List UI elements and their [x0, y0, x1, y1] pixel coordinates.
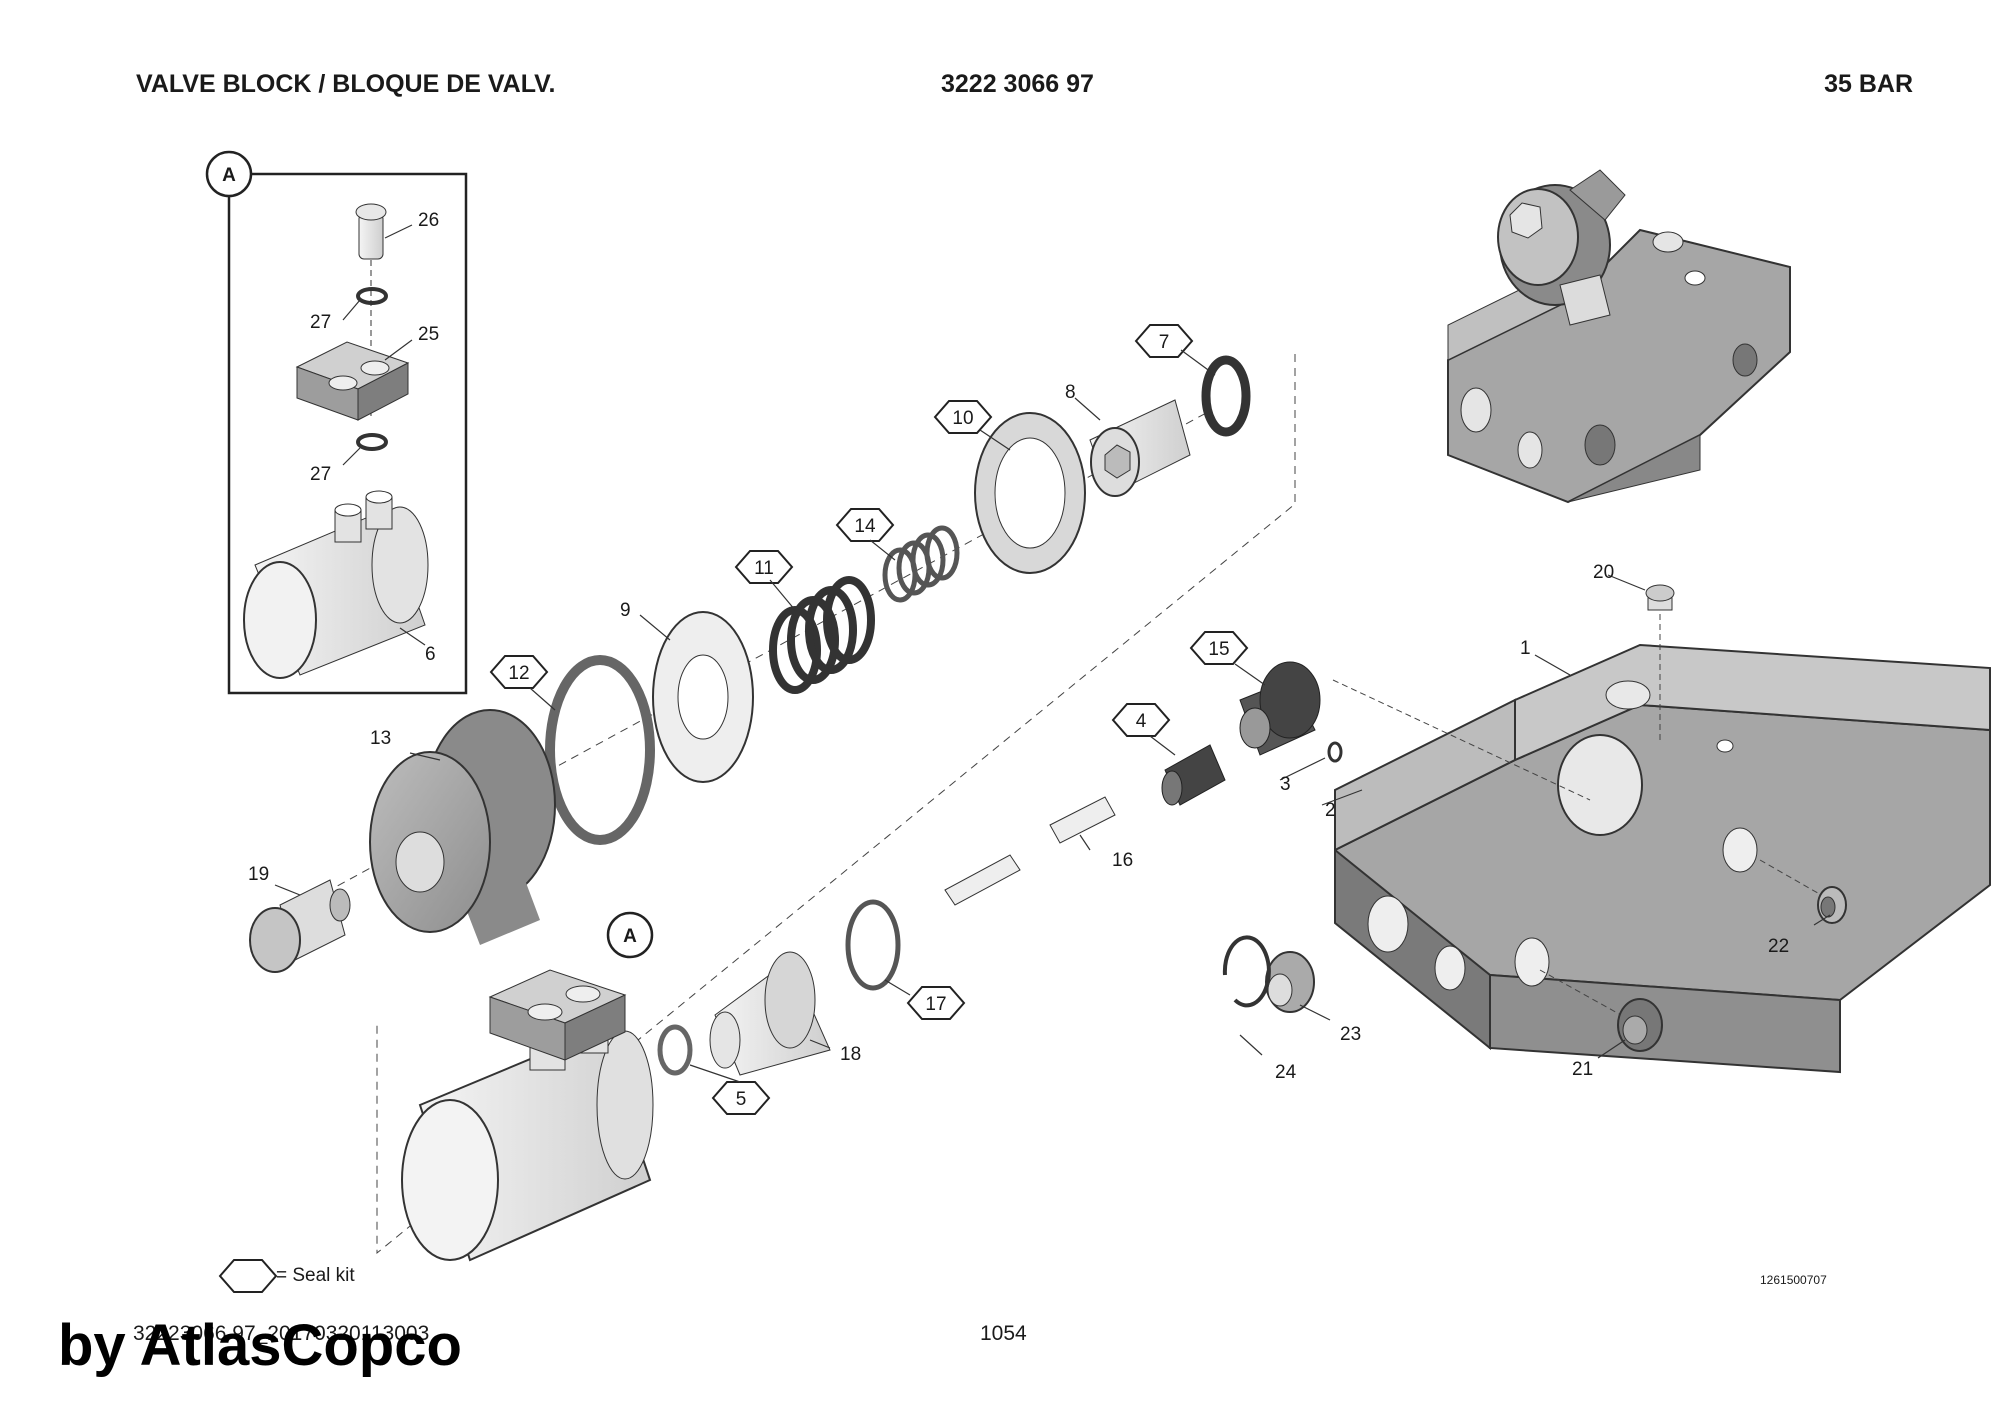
washer-3: [1327, 741, 1343, 763]
watermark: by AtlasCopco: [58, 1313, 462, 1378]
callout-27-upper: 27: [310, 312, 331, 333]
callout-21: 21: [1572, 1059, 1593, 1080]
document-title: VALVE BLOCK / BLOQUE DE VALV.: [136, 70, 556, 98]
seal-ring-10: [974, 412, 1086, 574]
part-number: 3222 3066 97: [941, 70, 1094, 98]
assembly-envelope: [376, 354, 1296, 1255]
pin-16: [944, 796, 1116, 906]
callout-5: 5: [736, 1089, 747, 1110]
fitting-23: [1265, 951, 1315, 1013]
callout-16: 16: [1112, 850, 1133, 871]
drawing-reference-code: 1261500707: [1760, 1273, 1827, 1287]
callout-7: 7: [1159, 332, 1170, 353]
callout-27-lower: 27: [310, 464, 331, 485]
plug-19: [249, 879, 351, 973]
callout-9: 9: [620, 600, 631, 621]
callout-19: 19: [248, 864, 269, 885]
cap-15: [1239, 661, 1321, 756]
coil-body-lower: A: [401, 911, 654, 1262]
detail-a-label: A: [222, 165, 236, 186]
housing-6: [243, 490, 429, 679]
seal-12: [545, 655, 655, 845]
plug-20: [1645, 584, 1675, 611]
o-ring-27-lower: [356, 433, 388, 451]
callout-18: 18: [840, 1044, 861, 1065]
seal-7: [1201, 355, 1251, 437]
spring-14: [882, 525, 960, 603]
valve-body-18: [709, 951, 831, 1076]
pressure-rating: 35 BAR: [1824, 70, 1913, 98]
callout-26: 26: [418, 210, 439, 231]
callout-15: 15: [1208, 639, 1229, 660]
seal-kit-legend: = Seal kit: [276, 1265, 355, 1286]
block-25: [295, 341, 410, 421]
callout-1: 1: [1520, 638, 1531, 659]
callout-25: 25: [418, 324, 439, 345]
callout-23: 23: [1340, 1024, 1361, 1045]
callout-labels: 1 2 3 4 5 6 7 8 9 10 11 12 13 14 15 16 1…: [248, 210, 1789, 1110]
callout-14: 14: [854, 516, 876, 537]
assembled-view: [1447, 169, 1791, 504]
seal-5: [657, 1024, 693, 1076]
washer-9: [652, 611, 754, 783]
callout-22: 22: [1768, 936, 1789, 957]
snap-ring-24: [1222, 935, 1271, 1008]
page-number: 1054: [980, 1322, 1027, 1345]
callout-13: 13: [370, 728, 391, 749]
legend-hexagon-icon: [218, 1259, 278, 1293]
footer-document-code: 32223066 97_20170320113003: [133, 1322, 430, 1345]
valve-insert-8: [1089, 399, 1191, 497]
callout-20: 20: [1593, 562, 1614, 583]
plug-21: [1617, 998, 1663, 1052]
spring-11: [769, 576, 875, 694]
callout-12: 12: [508, 663, 529, 684]
leader-lines: [274, 224, 1831, 1083]
callout-4: 4: [1136, 711, 1147, 732]
callout-11: 11: [754, 558, 774, 579]
detail-a-box: A: [205, 150, 468, 695]
callout-2: 2: [1325, 800, 1336, 821]
callout-10: 10: [952, 408, 973, 429]
detail-a-ref-label: A: [623, 926, 637, 947]
o-ring-27-upper: [356, 287, 388, 305]
callout-3: 3: [1280, 774, 1291, 795]
callout-8: 8: [1065, 382, 1076, 403]
cap-nut-13: [369, 709, 556, 945]
callout-17: 17: [925, 994, 946, 1015]
spring-4: [1161, 744, 1226, 806]
seal-kit-hexagons: [218, 324, 1249, 1293]
pin-26: [355, 203, 387, 260]
valve-block-1: [1334, 643, 1991, 1074]
callout-24: 24: [1275, 1062, 1297, 1083]
callout-6: 6: [425, 644, 436, 665]
plug-22: [1817, 886, 1847, 924]
seal-17: [845, 899, 901, 991]
